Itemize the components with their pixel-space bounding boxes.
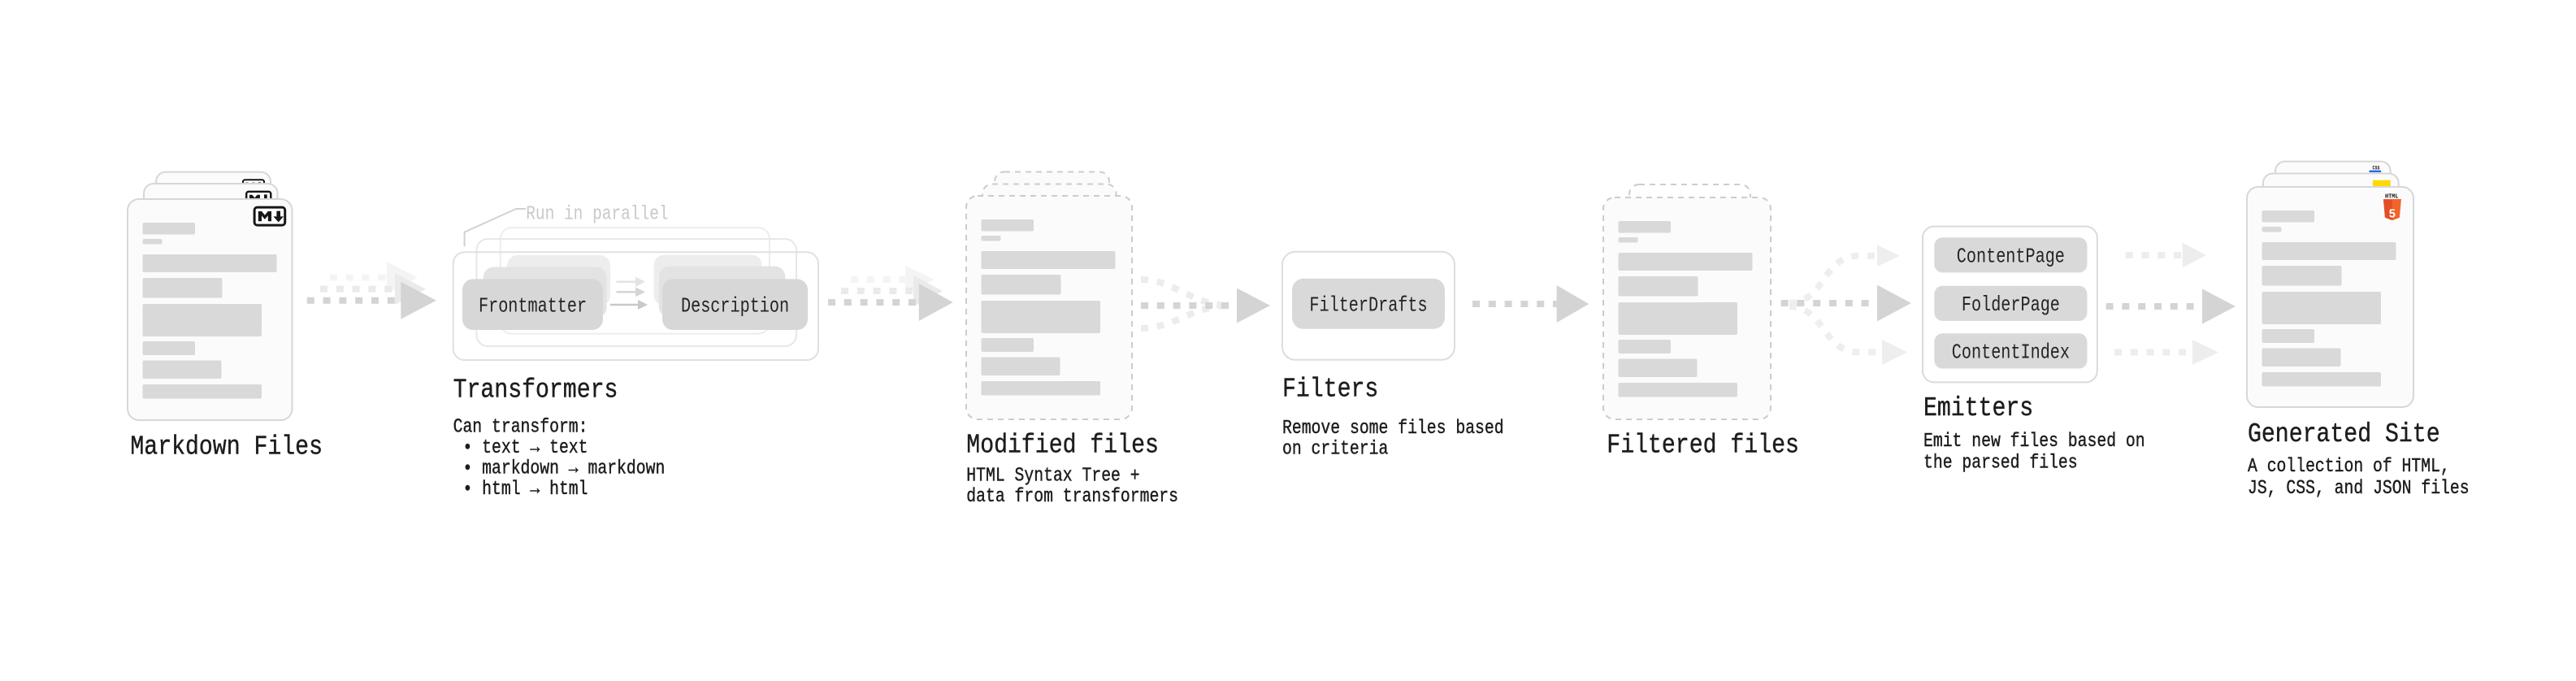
svg-text:on criteria: on criteria (1282, 438, 1388, 460)
svg-text:Generated Site: Generated Site (2248, 419, 2440, 450)
svg-text:FolderPage: FolderPage (1962, 293, 2060, 317)
svg-text:Remove some files based: Remove some files based (1282, 418, 1504, 440)
svg-text:CSS: CSS (2373, 165, 2380, 171)
svg-text:ContentPage: ContentPage (1957, 244, 2065, 268)
svg-text:Emitters: Emitters (1923, 393, 2033, 424)
svg-text:Can transform:: Can transform: (453, 416, 588, 438)
svg-text:Filters: Filters (1282, 375, 1378, 406)
svg-text:Emit new files based on: Emit new files based on (1923, 431, 2145, 453)
svg-text:ContentIndex: ContentIndex (1952, 340, 2070, 365)
svg-text:the parsed files: the parsed files (1923, 453, 2078, 475)
svg-text:• text → text: • text → text (453, 437, 588, 459)
svg-text:Modified files: Modified files (966, 431, 1159, 462)
svg-text:data from transformers: data from transformers (966, 486, 1178, 508)
svg-text:5: 5 (2388, 209, 2396, 222)
svg-text:Run in parallel: Run in parallel (526, 203, 669, 225)
svg-text:JS, CSS, and JSON files: JS, CSS, and JSON files (2248, 478, 2470, 500)
svg-text:Filtered files: Filtered files (1607, 431, 1799, 462)
svg-text:FilterDrafts: FilterDrafts (1309, 293, 1427, 318)
svg-text:Description: Description (681, 294, 789, 319)
svg-text:HTML: HTML (2385, 194, 2399, 201)
svg-text:A collection of HTML,: A collection of HTML, (2248, 456, 2450, 478)
svg-text:Markdown Files: Markdown Files (130, 432, 323, 463)
svg-text:Transformers: Transformers (453, 375, 618, 406)
svg-text:• html → html: • html → html (453, 479, 588, 501)
svg-text:• markdown → markdown: • markdown → markdown (453, 458, 666, 480)
svg-text:HTML Syntax Tree +: HTML Syntax Tree + (966, 465, 1139, 487)
svg-text:Frontmatter: Frontmatter (479, 294, 587, 319)
